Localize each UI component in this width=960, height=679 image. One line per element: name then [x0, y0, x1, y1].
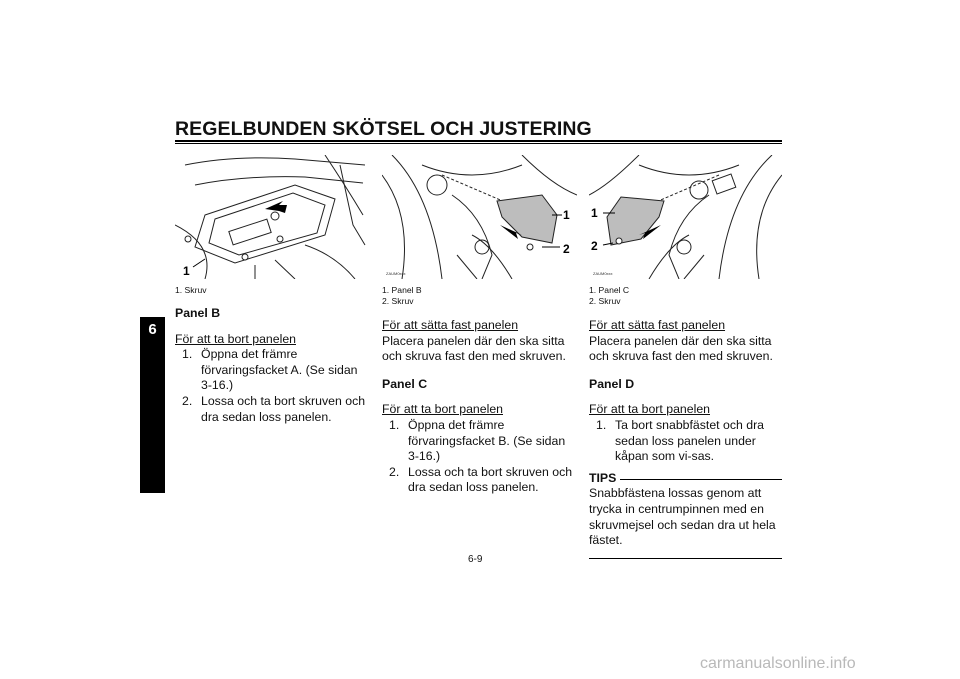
section-heading: Panel B — [175, 306, 221, 320]
title-rule — [175, 140, 782, 142]
chapter-tab: 6 — [140, 317, 165, 343]
caption-line: 1. Skruv — [175, 285, 207, 295]
figure-caption: 1. Panel B 2. Skruv — [382, 285, 577, 307]
list-number: 1. — [389, 417, 400, 432]
subsection-heading: För att ta bort panelen — [382, 402, 503, 417]
tips-text: Snabbfästena lossas genom att trycka in … — [589, 486, 776, 548]
figure-panel-b: 1 2 ZAUM0xxx — [381, 154, 578, 280]
page-number: 6-9 — [468, 554, 483, 565]
list-text: Lossa och ta bort skruven och dra sedan … — [408, 464, 573, 495]
subsection-heading: För att ta bort panelen — [589, 402, 710, 417]
caption-line: 2. Skruv — [382, 296, 414, 306]
column-2: För att sätta fast panelen Placera panel… — [382, 318, 578, 496]
callout-1: 1 — [591, 206, 598, 220]
tips-label: TIPS — [589, 470, 617, 485]
page-title: REGELBUNDEN SKÖTSEL OCH JUSTERING — [175, 118, 592, 140]
watermark: carmanualsonline.info — [700, 655, 856, 672]
figure-code: ZAUM0xxx — [386, 271, 406, 276]
figure-caption: 1. Panel C 2. Skruv — [589, 285, 782, 307]
list-number: 2. — [389, 464, 400, 479]
callout-2: 2 — [591, 239, 598, 253]
caption-line: 1. Panel B — [382, 285, 422, 295]
subsection-heading: För att sätta fast panelen — [589, 318, 726, 332]
figure-caption: 1. Skruv — [175, 285, 365, 296]
tips-end-rule — [589, 557, 782, 559]
panel-c-remove-illustration: 1 2 ZAUM0xxx — [588, 154, 783, 280]
list-number: 1. — [182, 347, 193, 362]
column-1: Panel B För att ta bort panelen 1. Öppna… — [175, 306, 371, 425]
list-item: 1. Öppna det främre förvaringsfacket A. … — [175, 347, 371, 394]
tips-rule — [620, 479, 782, 481]
title-rule-thin — [175, 143, 782, 144]
caption-line: 2. Skruv — [589, 296, 621, 306]
figure-screw-panel: 1 — [174, 154, 367, 280]
column-3: För att sätta fast panelen Placera panel… — [589, 318, 782, 559]
subsection-heading: För att ta bort panelen — [175, 331, 296, 346]
list-item: 1. Öppna det främre förvaringsfacket B. … — [382, 418, 578, 465]
section-heading: Panel C — [382, 376, 428, 391]
figure-code: ZAUM0xxx — [593, 271, 613, 276]
panel-b-remove-illustration: 1 2 ZAUM0xxx — [381, 154, 578, 280]
panel-b-illustration: 1 — [174, 154, 366, 280]
list-text: Ta bort snabbfästet och dra sedan loss p… — [615, 417, 765, 464]
list-number: 1. — [596, 417, 607, 432]
list-item: 1. Ta bort snabbfästet och dra sedan los… — [589, 418, 782, 465]
list-item: 2. Lossa och ta bort skruven och dra sed… — [382, 465, 578, 496]
section-heading: Panel D — [589, 376, 635, 391]
list-text: Öppna det främre förvaringsfacket B. (Se… — [408, 417, 566, 464]
paragraph: Placera panelen där den ska sitta och sk… — [589, 333, 773, 364]
tips-header: TIPS — [589, 471, 782, 487]
caption-line: 1. Panel C — [589, 285, 630, 295]
callout-1: 1 — [183, 264, 190, 278]
callout-1: 1 — [563, 208, 570, 222]
figure-panel-c: 1 2 ZAUM0xxx — [588, 154, 783, 280]
list-number: 2. — [182, 393, 193, 408]
list-item: 2. Lossa och ta bort skruven och dra sed… — [175, 394, 371, 425]
callout-2: 2 — [563, 242, 570, 256]
chapter-sidebar-bar — [140, 343, 165, 493]
subsection-heading: För att sätta fast panelen — [382, 318, 519, 332]
list-text: Lossa och ta bort skruven och dra sedan … — [201, 393, 366, 424]
paragraph: Placera panelen där den ska sitta och sk… — [382, 333, 566, 364]
list-text: Öppna det främre förvaringsfacket A. (Se… — [201, 347, 358, 393]
